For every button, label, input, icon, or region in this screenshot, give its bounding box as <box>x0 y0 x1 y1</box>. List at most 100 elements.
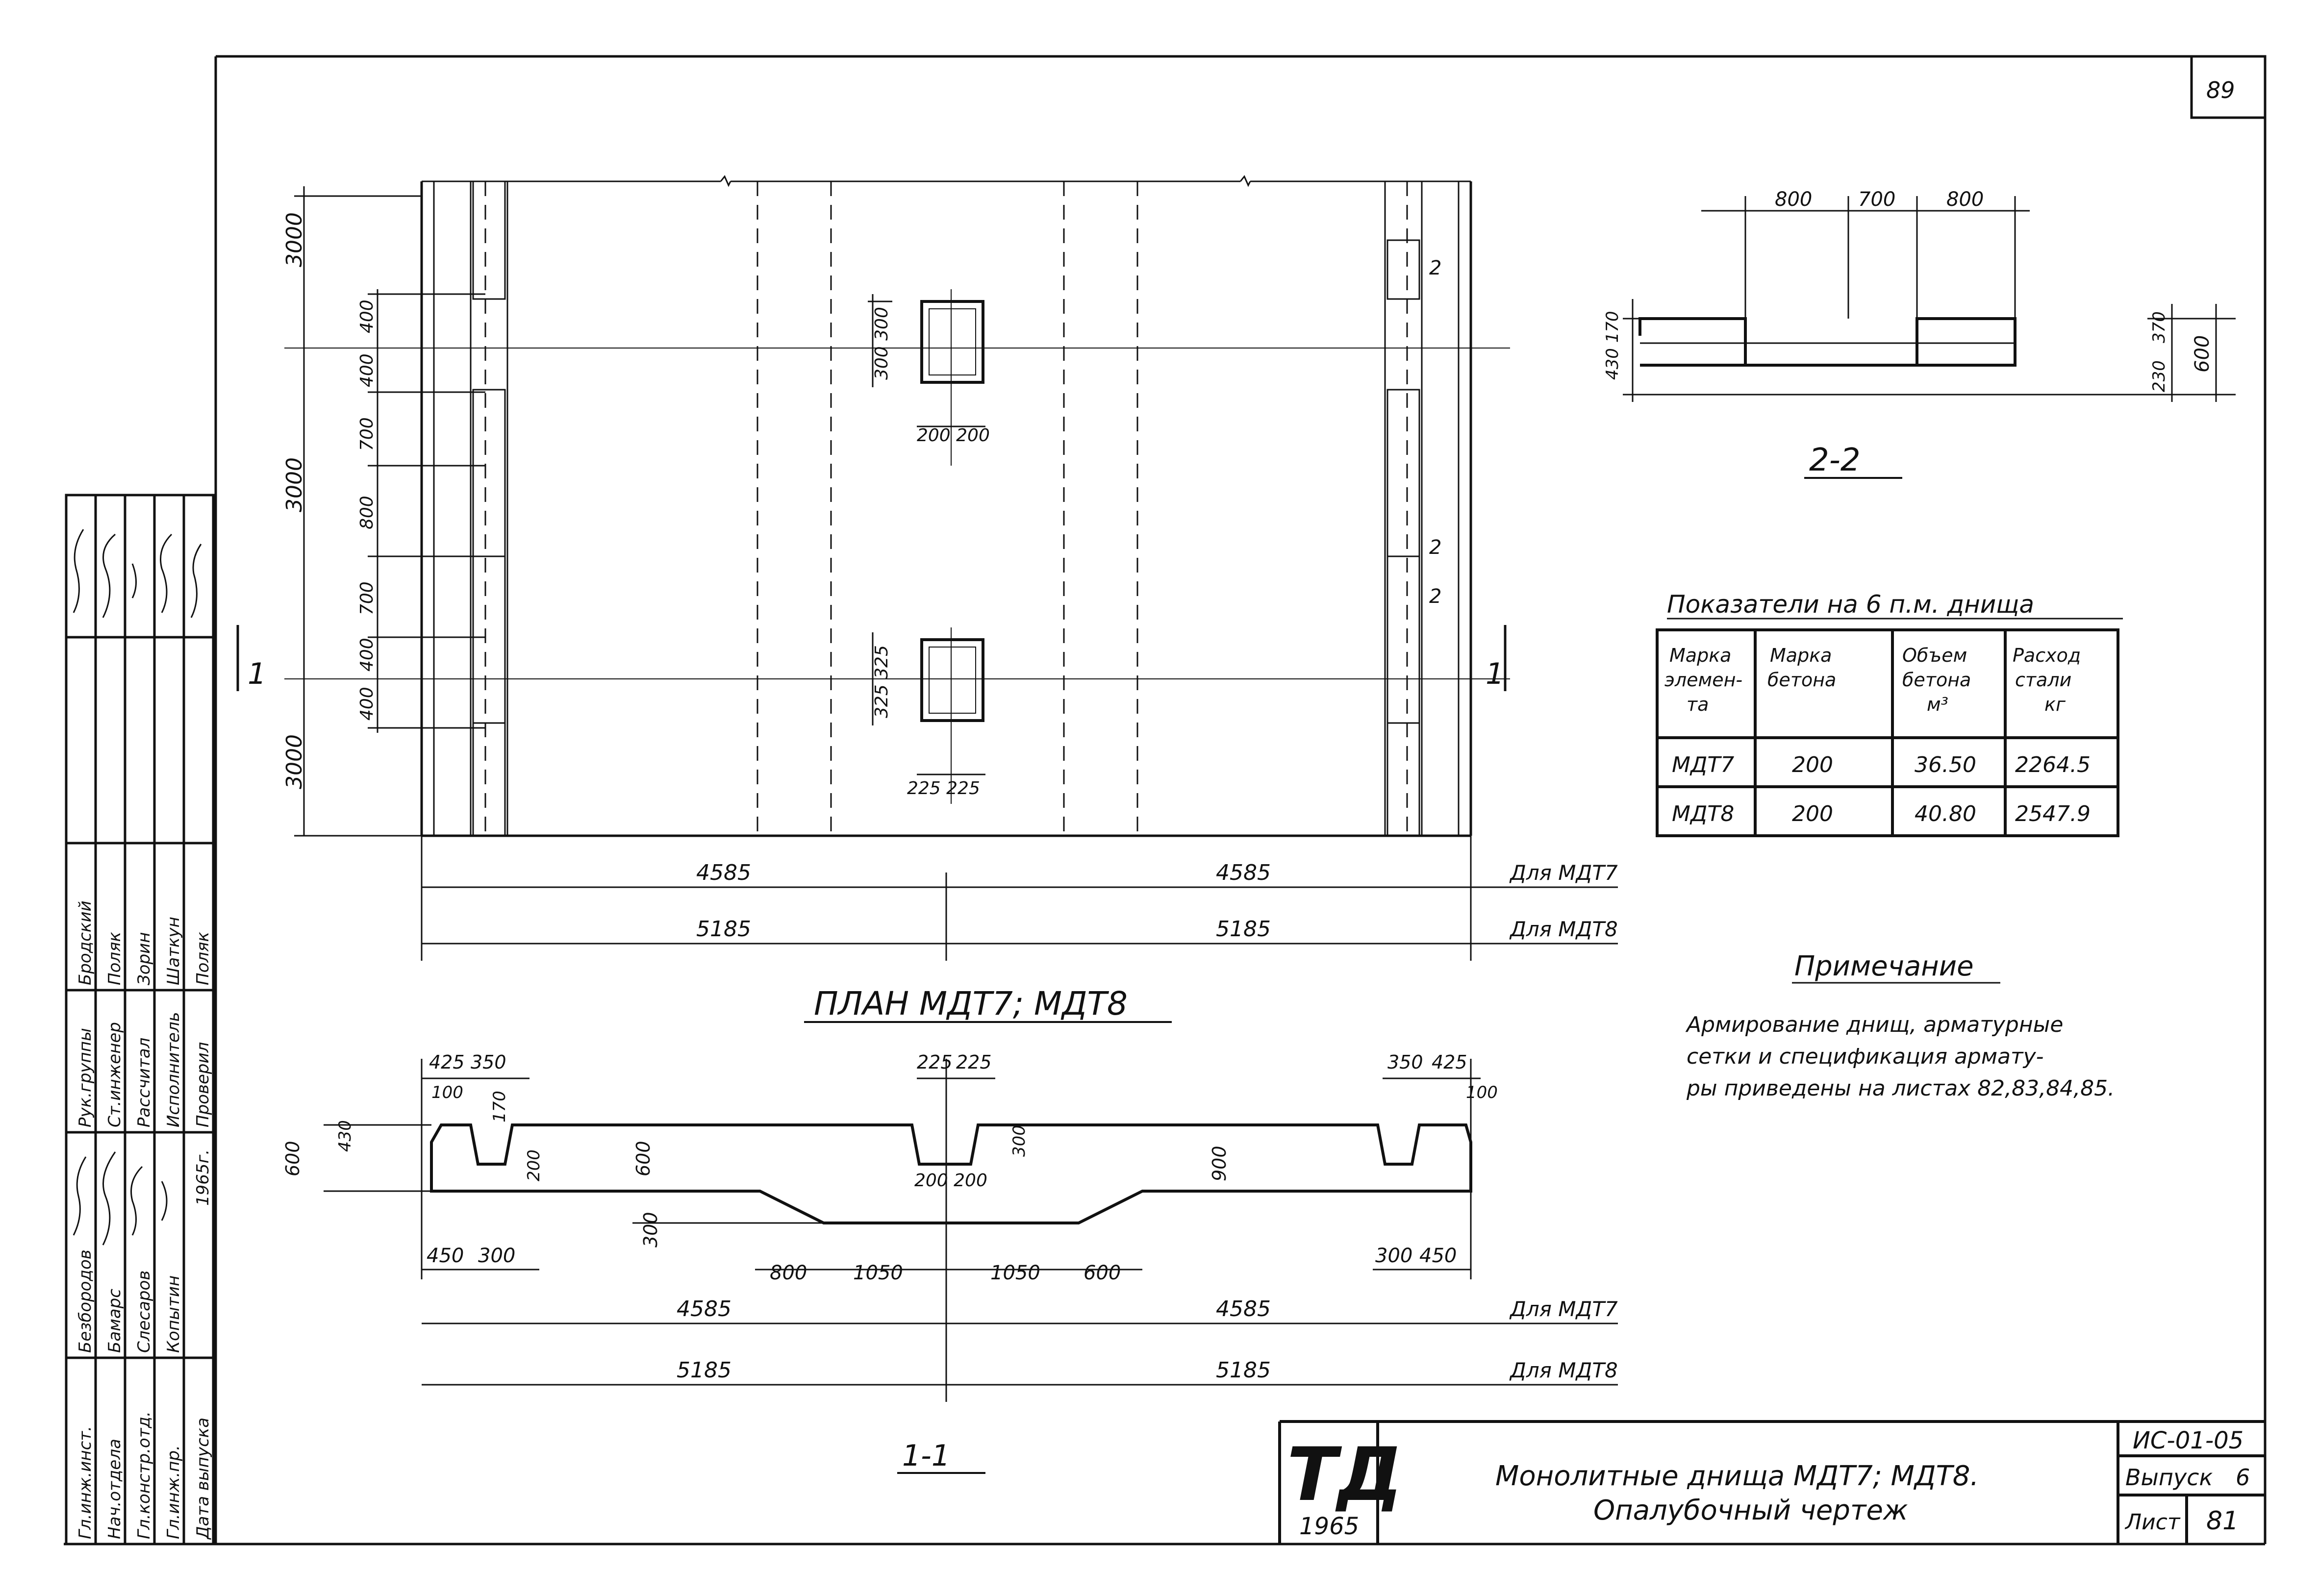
logo-year: 1965 <box>1299 1513 1359 1540</box>
s11-center-5: 300 <box>1009 1125 1029 1157</box>
indicators-title: Показатели на 6 п.м. днища <box>1667 590 2034 619</box>
table-row: МДТ8 200 40.80 2547.9 <box>1672 801 2091 826</box>
s11-top-left-1: 425 <box>429 1051 465 1073</box>
s11-center-1: 600 <box>632 1141 654 1176</box>
section-2-2: 800 700 800 430 170 370 230 600 2-2 <box>1603 188 2236 479</box>
s11-top-left-2: 350 <box>471 1051 506 1073</box>
s22-top-2: 700 <box>1858 188 1895 211</box>
lower-cutout-h-dims: 225 225 <box>907 778 980 798</box>
note-block: Примечание Армирование днищ, арматурные … <box>1685 950 2115 1101</box>
s22-top-3: 800 <box>1946 188 1984 211</box>
stamp-role-7: Ст.инженер <box>105 1022 125 1127</box>
stamp-name-3: Слесаров <box>134 1271 154 1353</box>
plan-title: ПЛАН МДТ7; МДТ8 <box>814 985 1128 1022</box>
row2-steel: 2547.9 <box>2015 801 2091 826</box>
upper-cutout <box>920 300 984 384</box>
s11-mdt8-right: 5185 <box>1216 1358 1271 1383</box>
section-mark-2b: 2 <box>1429 536 1441 559</box>
page-number-box <box>2190 55 2267 119</box>
s11-bottom-1: 450 <box>427 1245 464 1267</box>
s11-left-small-5: 200 <box>524 1149 544 1181</box>
row1-steel: 2264.5 <box>2015 752 2091 777</box>
s11-bottom-6: 600 <box>1084 1262 1121 1284</box>
s11-left-small-4: 600 <box>282 1141 303 1176</box>
document-code: ИС-01-05 <box>2133 1427 2243 1454</box>
section-1-1: 425 350 225 225 350 425 100 170 430 600 … <box>282 1051 1618 1474</box>
s22-right-1: 370 <box>2149 311 2169 343</box>
s11-right-small-1: 100 <box>1466 1083 1498 1102</box>
s11-left-small-1: 100 <box>431 1083 463 1102</box>
s22-left: 430 170 <box>1603 311 1622 380</box>
offset-dim-6: 400 <box>357 638 377 672</box>
offset-dim-7: 400 <box>357 687 377 721</box>
sheet-title-line2: Опалубочный чертеж <box>1593 1495 1908 1526</box>
section-mark-2c: 2 <box>1429 585 1441 608</box>
note-line-3: ры приведены на листах 82,83,84,85. <box>1686 1076 2115 1101</box>
s11-bottom-7: 300 <box>1375 1245 1412 1267</box>
s22-right-3: 600 <box>2191 335 2214 373</box>
signature-marks <box>73 529 202 1246</box>
row2-mark: МДТ8 <box>1672 801 1734 826</box>
title-block: ТД 1965 Монолитные днища МДТ7; МДТ8. Опа… <box>1278 1420 2265 1544</box>
plan-mdt8-dim-left: 5185 <box>696 917 751 942</box>
stamp-role-3: Гл.констр.отд. <box>134 1411 154 1539</box>
left-dim-3: 3000 <box>282 734 307 789</box>
logo: ТД <box>1287 1432 1403 1518</box>
s11-bottom-8: 450 <box>1419 1245 1457 1267</box>
s11-mdt7-right: 4585 <box>1216 1297 1271 1322</box>
s11-top-center-2: 225 <box>956 1051 992 1073</box>
stamp-role-10: Проверил <box>193 1042 213 1127</box>
upper-cutout-v-dims: 300 300 <box>872 307 892 380</box>
stamp-role-9: Исполнитель <box>164 1012 183 1127</box>
row2-volume: 40.80 <box>1915 801 1976 826</box>
row2-concrete: 200 <box>1792 801 1833 826</box>
section-mark-left: 1 <box>248 657 266 691</box>
s11-left-small-2: 170 <box>490 1091 509 1122</box>
s11-center-3: 200 200 <box>914 1171 987 1191</box>
issue-label: Выпуск <box>2125 1464 2213 1491</box>
plan-for-mdt7: Для МДТ7 <box>1509 861 1618 885</box>
stamp-name-5: Бродский <box>76 900 95 985</box>
stamp-name-4: Копытин <box>164 1275 183 1353</box>
upper-cutout-h-dims: 200 200 <box>917 425 990 446</box>
stamp-name-1: Безбородов <box>76 1249 95 1353</box>
s11-bottom-4: 1050 <box>853 1262 903 1284</box>
s11-center-4: 900 <box>1209 1146 1230 1181</box>
section-mark-2a: 2 <box>1429 257 1441 279</box>
plan-mdt7-dim-left: 4585 <box>696 860 751 885</box>
row1-volume: 36.50 <box>1915 752 1976 777</box>
s11-for-mdt7: Для МДТ7 <box>1509 1297 1618 1321</box>
plan-mdt7-dim-right: 4585 <box>1216 860 1271 885</box>
section-1-1-title: 1-1 <box>902 1439 950 1473</box>
s11-top-center-1: 225 <box>917 1051 953 1073</box>
s11-center-2: 300 <box>640 1212 661 1247</box>
offset-dim-4: 800 <box>357 496 377 529</box>
left-dim-2: 3000 <box>282 457 307 512</box>
stamp-role-6: Рук.группы <box>76 1028 95 1127</box>
lower-cutout-v-dims: 325 325 <box>872 645 892 718</box>
s22-top-1: 800 <box>1775 188 1812 211</box>
stamp-role-2: Нач.отдела <box>105 1439 125 1539</box>
s11-bottom-5: 1050 <box>990 1262 1040 1284</box>
sheet-frame <box>64 55 2267 1546</box>
table-row: МДТ7 200 36.50 2264.5 <box>1672 752 2091 777</box>
section-mark-right: 1 <box>1486 657 1504 691</box>
s11-top-right-1: 350 <box>1387 1051 1423 1073</box>
offset-dim-3: 700 <box>357 417 377 451</box>
sheet-label: Лист <box>2124 1510 2181 1535</box>
offset-dim-1: 400 <box>357 299 377 333</box>
stamp-date: 1965г. <box>193 1149 213 1206</box>
sheet-title-line1: Монолитные днища МДТ7; МДТ8. <box>1495 1460 1979 1492</box>
note-title: Примечание <box>1794 950 1974 982</box>
stamp-name-6: Поляк <box>105 931 125 985</box>
stamp-role-4: Гл.инж.пр. <box>164 1445 183 1539</box>
stamp-name-7: Зорин <box>134 932 154 985</box>
stamp-role-5: Дата выпуска <box>193 1418 213 1540</box>
page-number: 89 <box>2206 77 2235 103</box>
row1-mark: МДТ7 <box>1672 752 1734 777</box>
